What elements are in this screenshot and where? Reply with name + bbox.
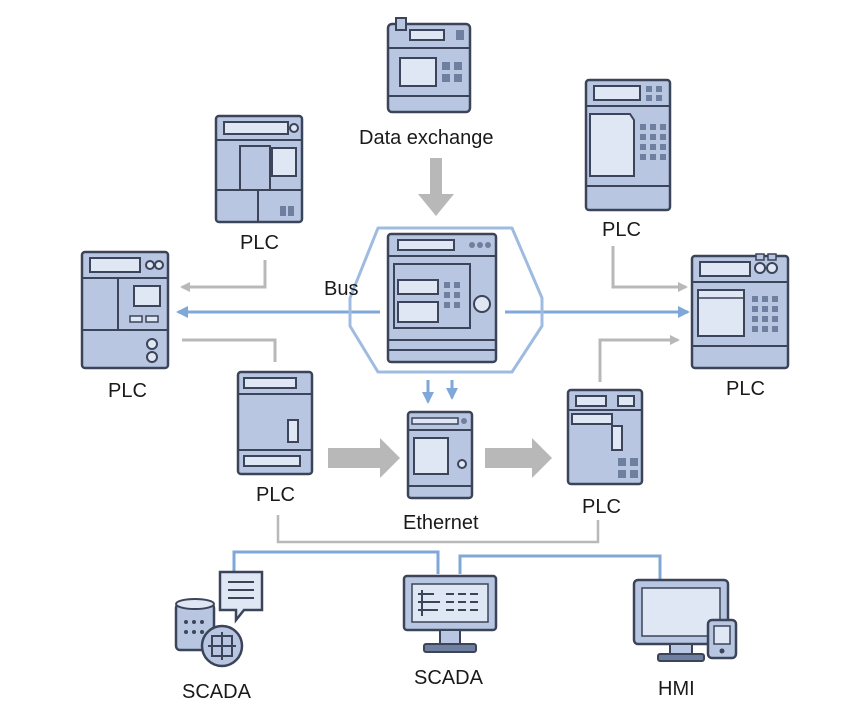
plc-icon-left (80, 250, 170, 370)
server-icon-central (386, 232, 498, 364)
connector-left-to-centerleft (182, 338, 277, 362)
scada-center-label: SCADA (414, 667, 483, 689)
plc-icon-right (690, 253, 790, 370)
scada-line-left (232, 550, 440, 574)
data-exchange-arrow-shaft (430, 158, 442, 196)
ethernet-bracket (276, 515, 600, 544)
plc-icon-upper-right (584, 78, 672, 212)
plc-left-label: PLC (108, 380, 147, 402)
connector-ur-to-right (611, 246, 688, 292)
bus-outline (348, 226, 544, 374)
switch-icon (406, 410, 474, 500)
hmi-monitor-icon (632, 578, 738, 662)
data-exchange-arrow-head (418, 194, 454, 216)
bus-label: Bus (324, 278, 359, 300)
plc-icon-center-left (236, 370, 314, 476)
hmi-label: HMI (658, 678, 695, 700)
chat-icon (218, 570, 264, 624)
plc-icon-top (386, 17, 472, 114)
data-exchange-label: Data exchange (359, 127, 494, 149)
plc-upper-right-label: PLC (602, 219, 641, 241)
plc-right-label: PLC (726, 378, 765, 400)
connector-cr-to-right (598, 335, 680, 382)
globe-icon (200, 624, 244, 668)
plc-center-right-label: PLC (582, 496, 621, 518)
connectors (176, 158, 690, 580)
arrow-from-switch (485, 438, 552, 478)
scada-monitor-icon (402, 574, 498, 653)
connector-ul-to-left (180, 260, 267, 292)
plc-center-left-label: PLC (256, 484, 295, 506)
scada-left-label: SCADA (182, 681, 251, 703)
plc-icon-center-right (566, 388, 644, 486)
arrow-to-switch (328, 438, 400, 478)
plc-icon-upper-left (214, 114, 304, 224)
ethernet-label: Ethernet (403, 512, 479, 534)
scada-line-right (458, 554, 662, 580)
plc-upper-left-label: PLC (240, 232, 279, 254)
